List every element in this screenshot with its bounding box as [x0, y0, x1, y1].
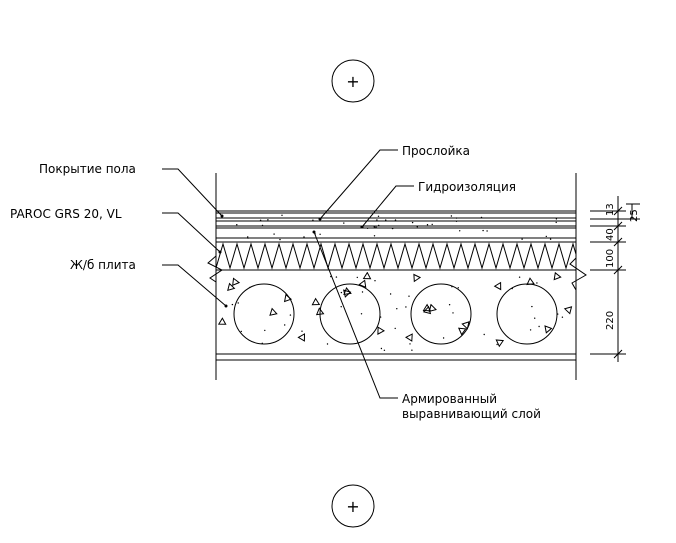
bottom-marker-symbol: +	[346, 497, 359, 516]
label-screed-line1: Армированный	[402, 392, 497, 406]
top-marker-symbol: +	[346, 72, 359, 91]
label-slab: Ж/б плита	[70, 258, 136, 272]
right-break-line	[569, 257, 587, 291]
floor-covering-layer	[216, 210, 576, 222]
leader-floor-covering	[162, 168, 224, 218]
dim-25: 25	[629, 209, 640, 222]
dim-40: 40	[605, 228, 616, 241]
slab-void-3	[410, 283, 472, 345]
leader-slab	[162, 264, 228, 308]
label-screed-line2: выравнивающий слой	[402, 407, 541, 421]
left-break-line	[207, 255, 223, 283]
slab-void-1	[233, 283, 295, 345]
dimension-chain	[590, 196, 640, 362]
bottom-axis-marker: +	[331, 484, 375, 528]
leader-screed	[312, 230, 398, 399]
slab-void-4	[496, 283, 558, 345]
top-axis-marker: +	[331, 59, 375, 103]
label-floor-covering: Покрытие пола	[39, 162, 136, 176]
leader-interlayer	[318, 149, 398, 221]
leader-insulation	[162, 212, 222, 254]
hollow-core-slab	[216, 272, 576, 361]
screed-layer	[216, 214, 576, 243]
dim-100: 100	[605, 249, 616, 268]
label-insulation: PAROC GRS 20, VL	[10, 207, 122, 221]
label-waterproofing: Гидроизоляция	[418, 180, 516, 194]
dim-220: 220	[605, 311, 616, 330]
dim-13: 13	[605, 203, 616, 216]
slab-void-2	[319, 283, 381, 345]
leader-waterproofing	[360, 185, 414, 229]
insulation-layer	[216, 242, 576, 271]
waterproofing-layer	[216, 225, 576, 229]
label-interlayer: Прослойка	[402, 144, 470, 158]
